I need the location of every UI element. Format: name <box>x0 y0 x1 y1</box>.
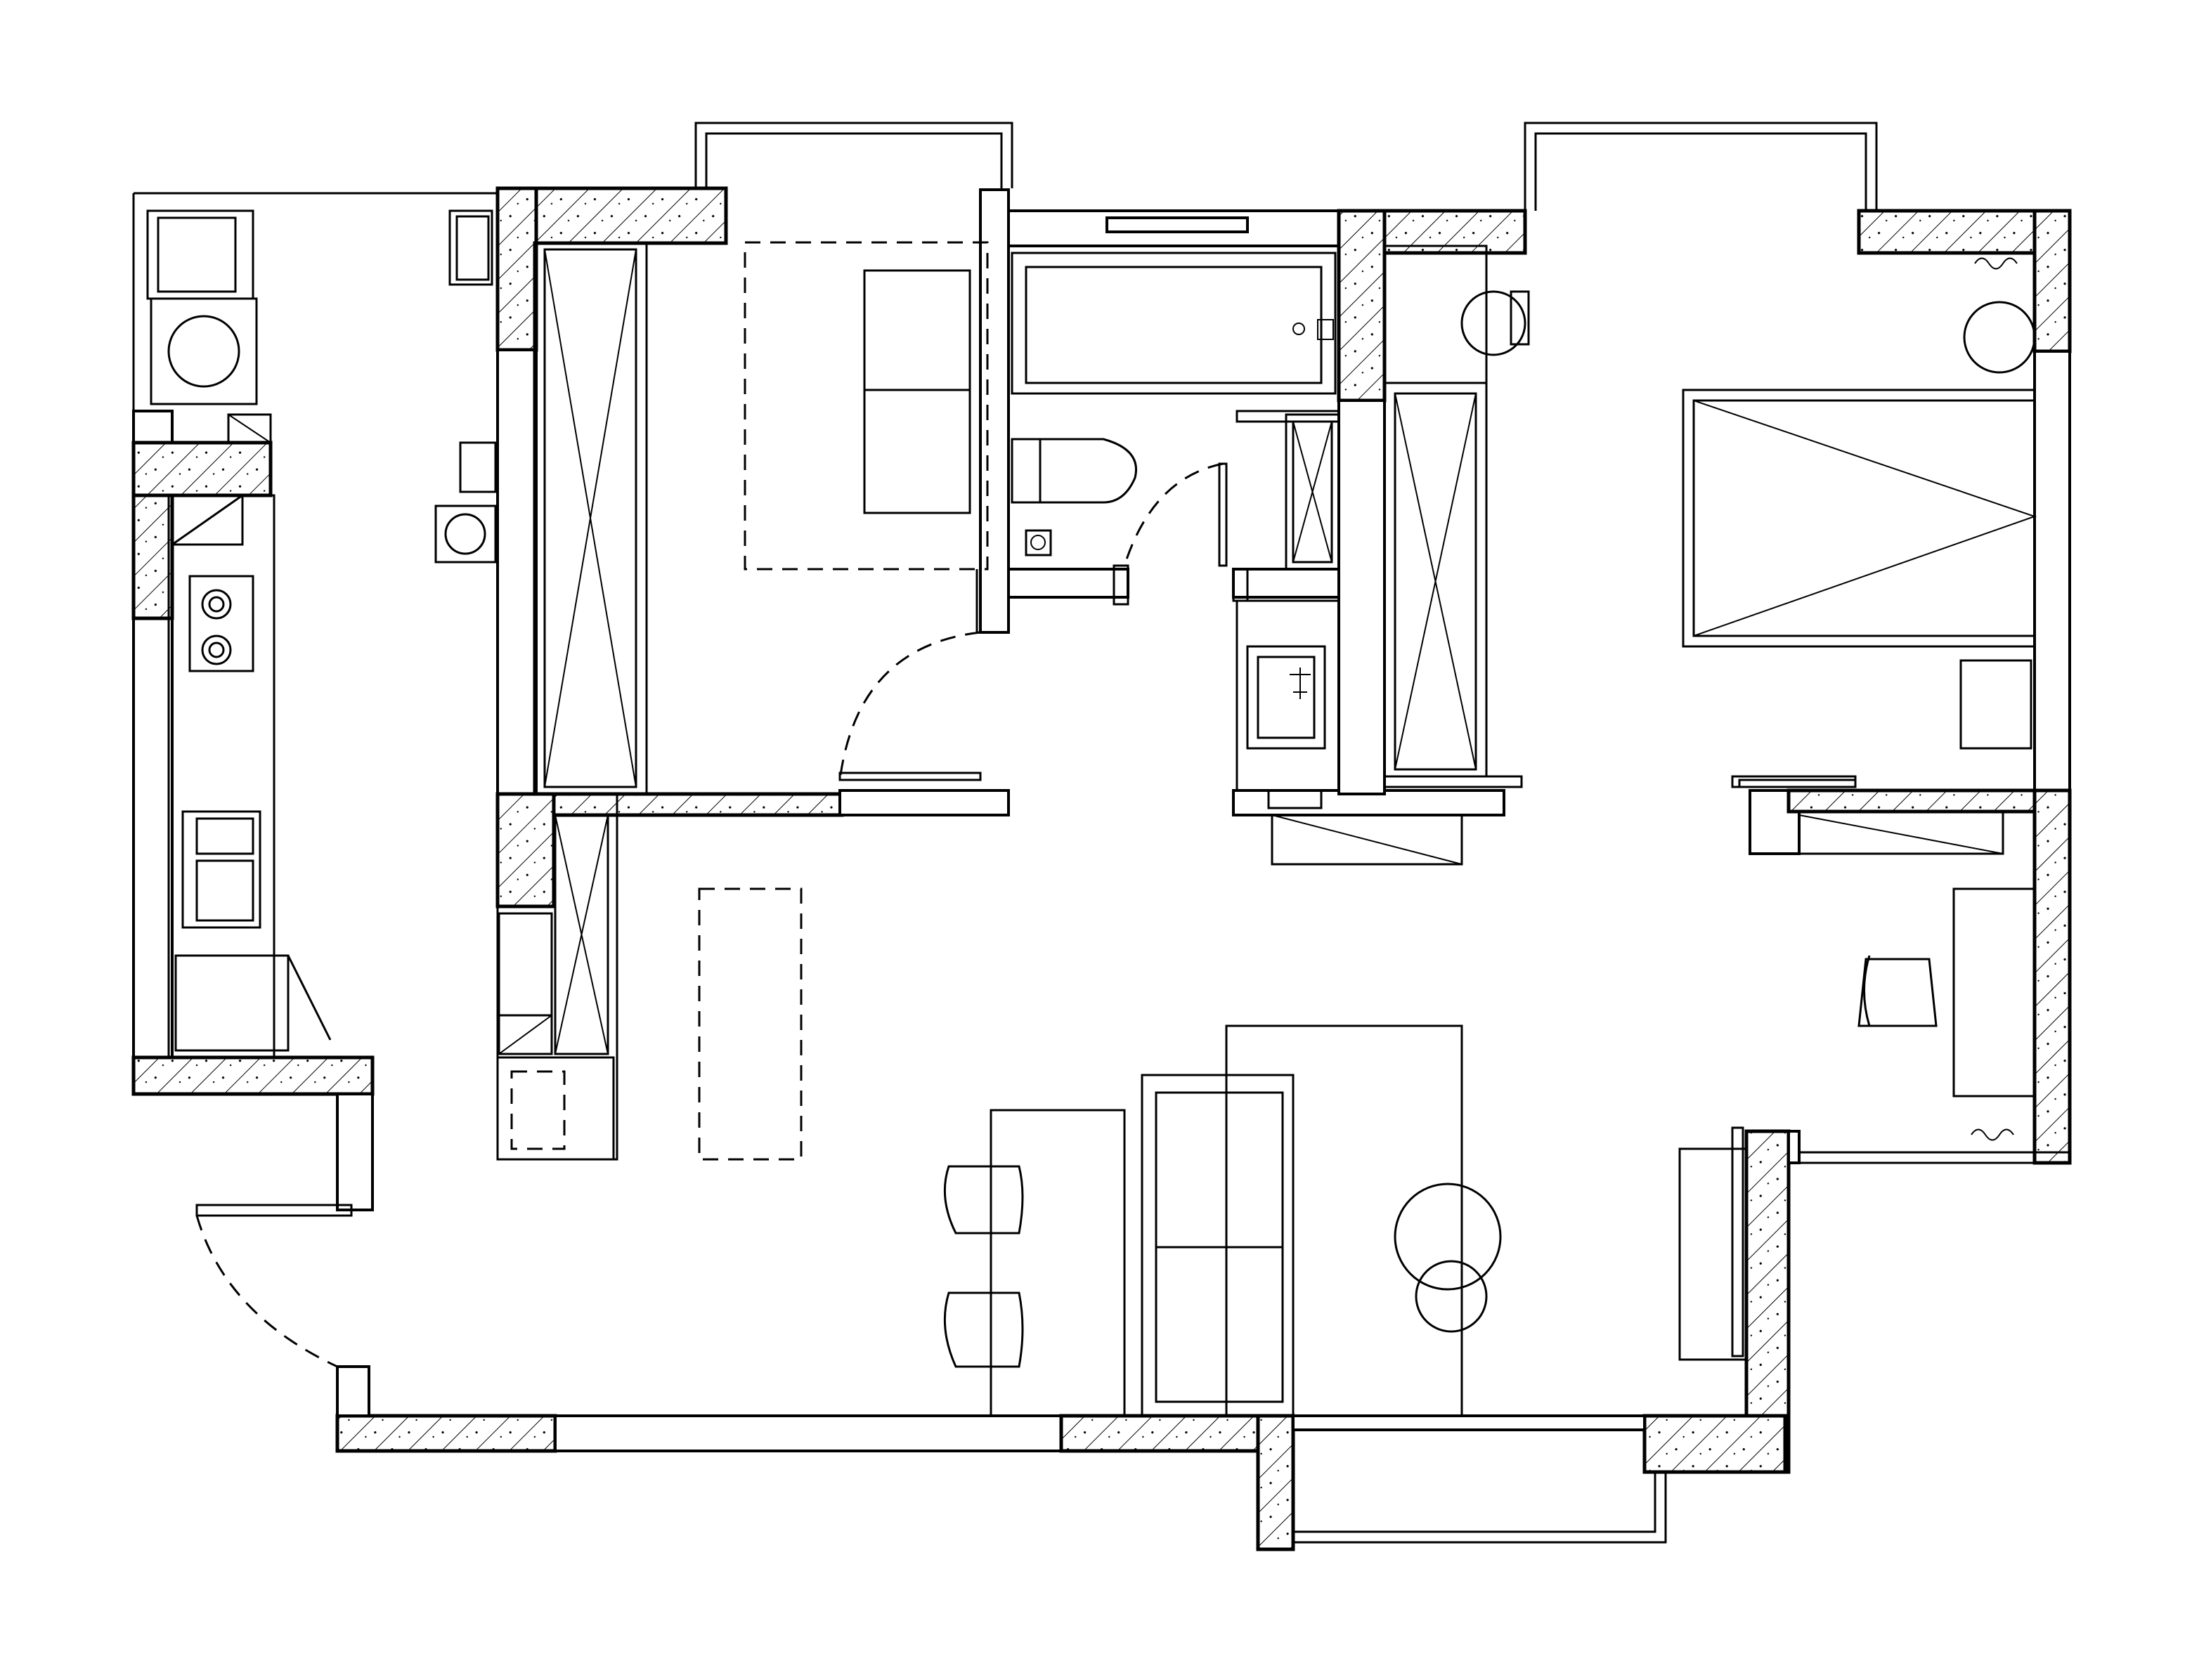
bedroom-2 <box>1383 245 2037 788</box>
coffee-table-round <box>1394 1183 1502 1291</box>
bathtub <box>1011 252 1337 395</box>
side-chair <box>1460 290 1526 356</box>
bedroom1-left-wall <box>496 349 538 801</box>
shoe-cabinet <box>496 1056 615 1161</box>
bedroom1-door-swing <box>838 631 981 781</box>
bathroom-window <box>1105 216 1249 233</box>
vanity-cabinet-below <box>1271 814 1463 866</box>
storage-wall <box>495 792 556 909</box>
side-table-round <box>1415 1260 1488 1333</box>
bedroom2-right-wall <box>2033 350 2071 795</box>
utility-sink <box>448 209 493 286</box>
bed-1 <box>863 269 971 514</box>
kitchen-sink <box>181 810 261 929</box>
bathroom-bottom-wall <box>1007 568 1129 599</box>
study-shelf <box>1798 810 2004 855</box>
living-window-wall <box>554 1414 1063 1452</box>
coffee-table-area <box>1225 1024 1463 1417</box>
bay-windows <box>694 122 2070 1163</box>
fridge <box>174 954 290 1052</box>
study <box>1678 810 2036 1361</box>
nightstand <box>1959 659 2032 750</box>
study-desk <box>1952 887 2036 1098</box>
ac-unit-icon-2 <box>1971 1128 2014 1141</box>
floor-drain <box>1025 529 1052 556</box>
kitchen <box>146 209 497 1059</box>
living-dining <box>496 793 1502 1417</box>
bedroom2-left-wall-top <box>1337 209 1387 403</box>
bar-stool-1 <box>943 1165 1024 1235</box>
living-bottom-wall-right <box>1642 1414 1787 1474</box>
living-bottom-stub <box>336 1365 370 1417</box>
study-cabinet <box>1678 1147 1748 1361</box>
balcony-door <box>1292 1414 1646 1431</box>
bathroom-door-swing <box>1123 462 1224 566</box>
bedroom1-left-wall-top <box>495 186 538 352</box>
bathroom <box>1011 252 1463 866</box>
study-right-wall <box>2032 788 2072 1165</box>
bed-2 <box>1682 389 2036 648</box>
vanity-sink <box>1246 645 1326 750</box>
bay-window-bedroom1 <box>694 122 1013 188</box>
round-table <box>1963 301 2036 374</box>
washer-sink <box>146 209 254 300</box>
bedroom2-right-wall-top <box>2032 209 2072 353</box>
sofa <box>1141 1074 1295 1417</box>
kitchen-upper-wall <box>131 441 273 497</box>
water-heater <box>434 504 497 564</box>
bed-rug-dashed <box>744 241 989 571</box>
bar-stool-2 <box>943 1291 1024 1368</box>
entry-wall-stub <box>336 1093 374 1211</box>
bedroom1-right-wall <box>979 188 1010 634</box>
vanity <box>1236 599 1340 792</box>
kitchen-island <box>990 1109 1126 1417</box>
linen-cabinet <box>1285 413 1340 571</box>
walls <box>131 186 2072 1551</box>
bay-window-bedroom2 <box>1524 122 1878 211</box>
dining-rug-dashed <box>698 887 803 1161</box>
washing-machine <box>150 297 258 405</box>
balcony-left-wall <box>1256 1414 1295 1551</box>
study-left-stub <box>1787 1130 1801 1164</box>
study-chair <box>1857 958 1938 1027</box>
kitchen-bottom-wall <box>131 1055 375 1096</box>
bedroom2-door <box>1738 779 1857 788</box>
bedroom2-left-wall <box>1337 399 1386 795</box>
bedroom1-door-wall <box>838 789 1010 816</box>
toilet-bowl <box>1040 438 1137 504</box>
bedroom-1 <box>533 241 1010 795</box>
living-bottom-wall-left <box>335 1414 557 1453</box>
pillar <box>459 441 497 493</box>
toilet-tank <box>1011 438 1042 504</box>
vanity-wall <box>1232 568 1340 599</box>
ac-unit-icon <box>1974 257 2018 270</box>
entry-door <box>195 1204 353 1368</box>
kitchen-counter <box>167 494 275 1059</box>
study-top-wall <box>1786 788 2072 814</box>
wardrobe-2-top <box>1383 245 1488 384</box>
cooktop <box>188 575 254 672</box>
